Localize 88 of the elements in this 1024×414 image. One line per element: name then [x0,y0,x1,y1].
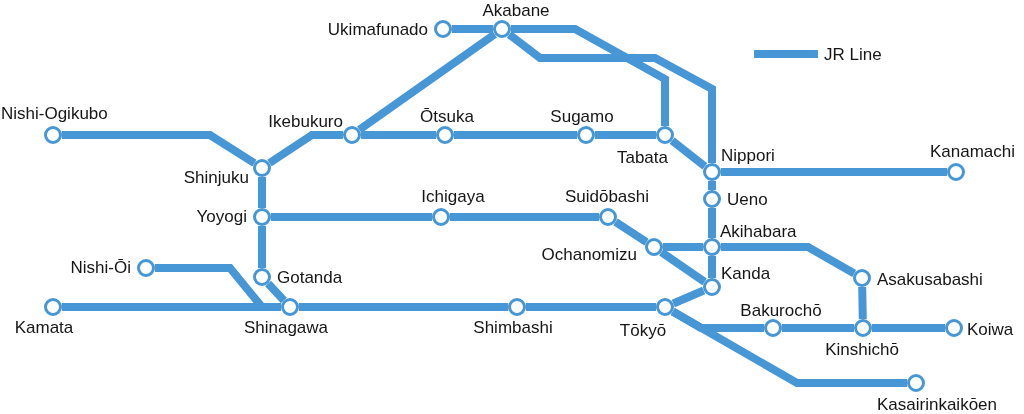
rail-line [506,31,716,163]
station-icon [703,278,721,296]
station-icon [854,319,872,337]
rail-line [357,30,497,134]
rail-line [708,208,716,238]
rail-line [708,181,716,190]
rail-line [595,131,656,139]
station-label: Ukimafunado [327,20,428,38]
station-icon [703,190,721,208]
station-icon [493,20,511,38]
station-label: Yoyogi [196,207,247,225]
station-label: Tōkyō [619,321,667,339]
rail-line [267,131,343,167]
station-icon [508,298,526,316]
station-icon [343,126,361,144]
rail-line [663,243,703,251]
rail-line [258,177,266,208]
rail-line [669,137,708,170]
station-label: Nippori [721,146,775,164]
rail-line [452,25,493,33]
rail-line [526,303,656,311]
station-label: Shinjuku [183,168,249,186]
rail-line [258,226,266,268]
station-label: Gotanda [277,268,343,286]
station-icon [434,20,452,38]
rail-line [450,213,599,221]
station-label: Suidōbashi [564,187,650,205]
station-label: Ikebukuro [268,112,343,130]
rail-line [361,131,436,139]
station-icon [703,238,721,256]
station-icon [281,298,299,316]
rail-line [265,280,287,304]
station-label: Koiwa [967,320,1014,338]
rail-line [708,256,716,278]
station-label: Kasairinkaikōen [877,395,997,413]
station-label: Ueno [727,190,768,208]
station-label: Nishi-Ogikubo [1,104,108,122]
station-label: Kamata [14,318,74,336]
rail-line [454,131,577,139]
rail-line [62,303,281,311]
station-icon [253,208,271,226]
station-icon [947,163,965,181]
station-icon [432,208,450,226]
station-label: Ochanomizu [541,245,637,263]
station-label: Nishi-Ōi [70,258,131,276]
station-icon [764,319,782,337]
rail-line [299,303,508,311]
station-label: Tabata [616,148,668,166]
rail-line [858,286,867,320]
rail-line [782,324,854,332]
station-icon [945,319,963,337]
rail-line [62,131,257,167]
station-label: Kanamachi [930,142,1016,160]
station-icon [645,238,663,256]
rail-line [659,248,707,286]
station-label: Asakusabashi [877,270,983,288]
station-icon [137,259,155,277]
rail-line [721,168,947,176]
legend-label: JR Line [824,45,882,63]
rail-line [872,324,945,332]
rail-line [670,308,907,387]
station-icon [853,269,871,287]
station-icon [436,126,454,144]
station-label: Ichigaya [421,187,485,205]
rail-line [613,218,649,246]
rail-line [721,243,857,277]
station-icon [703,163,721,181]
station-label: Sugamo [550,107,614,125]
station-icon [253,268,271,286]
station-label: Shinagawa [243,318,329,336]
station-label: Shimbashi [473,318,553,336]
rail-line [271,213,432,221]
station-icon [577,126,595,144]
station-icon [907,374,925,392]
station-label: Kinshichō [825,340,899,358]
rail-line [511,25,669,126]
station-label: Ōtsuka [420,107,474,125]
station-icon [656,298,674,316]
rail-line [671,286,706,308]
station-label: Bakurochō [740,301,822,319]
station-label: Akihabara [720,222,797,240]
station-icon [599,208,617,226]
station-icon [253,159,271,177]
station-label: Akabane [482,1,550,19]
station-label: Kanda [721,264,771,282]
station-icon [656,126,674,144]
station-icon [44,298,62,316]
station-icon [44,126,62,144]
